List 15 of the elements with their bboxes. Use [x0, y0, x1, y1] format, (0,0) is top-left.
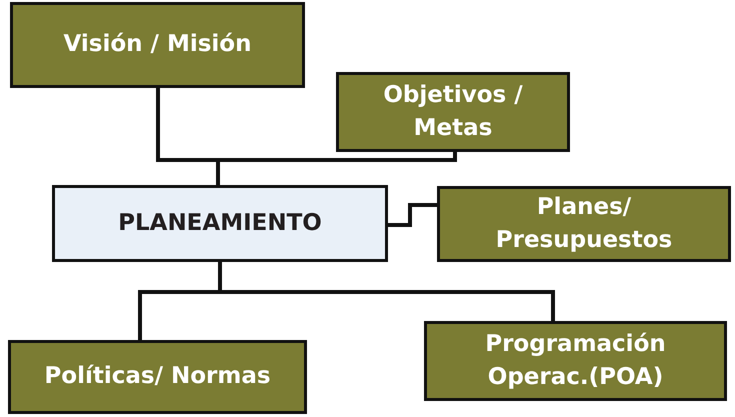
- topic-box: [336, 72, 570, 152]
- connector-line: [216, 152, 457, 185]
- connector-line: [388, 203, 437, 227]
- box-label: Políticas/ Normas: [44, 362, 271, 392]
- topic-box: [424, 321, 727, 401]
- topic-box: [8, 340, 307, 414]
- box-label: PLANEAMIENTO: [118, 208, 322, 238]
- box-label: Programación Operac.(POA): [484, 330, 667, 392]
- box-label: Objetivos / Metas: [382, 80, 524, 143]
- topic-box: [10, 2, 305, 88]
- topic-box: [437, 186, 731, 262]
- box-label: Planes/ Presupuestos: [494, 192, 674, 255]
- box-label: Visión / Misión: [64, 30, 252, 60]
- connector-line: [218, 262, 555, 321]
- central-box: [52, 185, 388, 262]
